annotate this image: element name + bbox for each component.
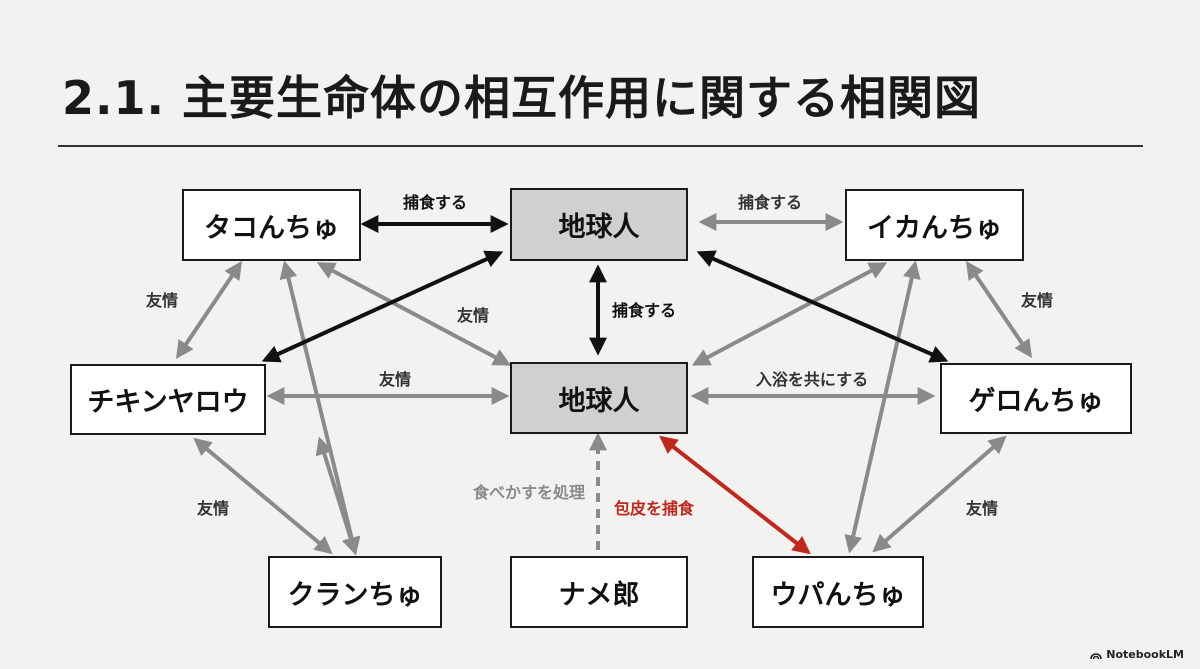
node-ika: イカんちゅ <box>845 189 1024 261</box>
edge-tako-kuran <box>279 260 361 556</box>
label-gero-upan: 友情 <box>966 499 998 518</box>
node-kuran: クランちゅ <box>268 556 442 628</box>
label-human-human: 捕食する <box>612 301 676 320</box>
edge-human-top-chikin <box>261 250 504 363</box>
node-human-mid: 地球人 <box>510 362 688 434</box>
node-chikin: チキンヤロウ <box>70 364 266 435</box>
edge-human-upan <box>659 435 811 555</box>
node-gero: ゲロんちゅ <box>940 363 1132 434</box>
edge-ika-human-mid <box>691 262 888 366</box>
node-upan: ウパんちゅ <box>752 556 924 628</box>
node-name: ナメ郎 <box>510 556 688 628</box>
label-tako-chikin: 友情 <box>146 291 178 310</box>
label-chikin-human: 友情 <box>379 370 411 389</box>
page-title: 2.1. 主要生命体の相互作用に関する相関図 <box>62 71 981 125</box>
brand-watermark: NotebookLM <box>1090 648 1184 661</box>
label-human-upan: 包皮を捕食 <box>614 499 695 518</box>
edge-human-top-gero <box>696 250 949 363</box>
notebooklm-logo-icon <box>1090 652 1103 659</box>
edge-ika-gero <box>965 261 1033 358</box>
label-human-ika: 捕食する <box>738 193 802 212</box>
node-tako: タコんちゅ <box>182 189 361 261</box>
title-divider <box>58 145 1143 147</box>
edge-chikin-upan <box>315 436 360 556</box>
edge-tako-chikin <box>175 261 243 359</box>
label-tako-human: 捕食する <box>403 193 467 212</box>
label-name-human: 食べかすを処理 <box>472 483 585 502</box>
edge-gero-upan <box>872 435 1007 553</box>
node-human-top: 地球人 <box>510 188 688 261</box>
brand-label: NotebookLM <box>1106 648 1184 661</box>
label-tako-human-mid: 友情 <box>457 306 489 325</box>
label-chikin-kuran: 友情 <box>197 499 229 518</box>
edge-chikin-kuran <box>193 437 333 555</box>
label-human-gero: 入浴を共にする <box>756 370 868 389</box>
edge-ika-upan <box>844 260 921 554</box>
label-ika-gero: 友情 <box>1021 291 1053 310</box>
